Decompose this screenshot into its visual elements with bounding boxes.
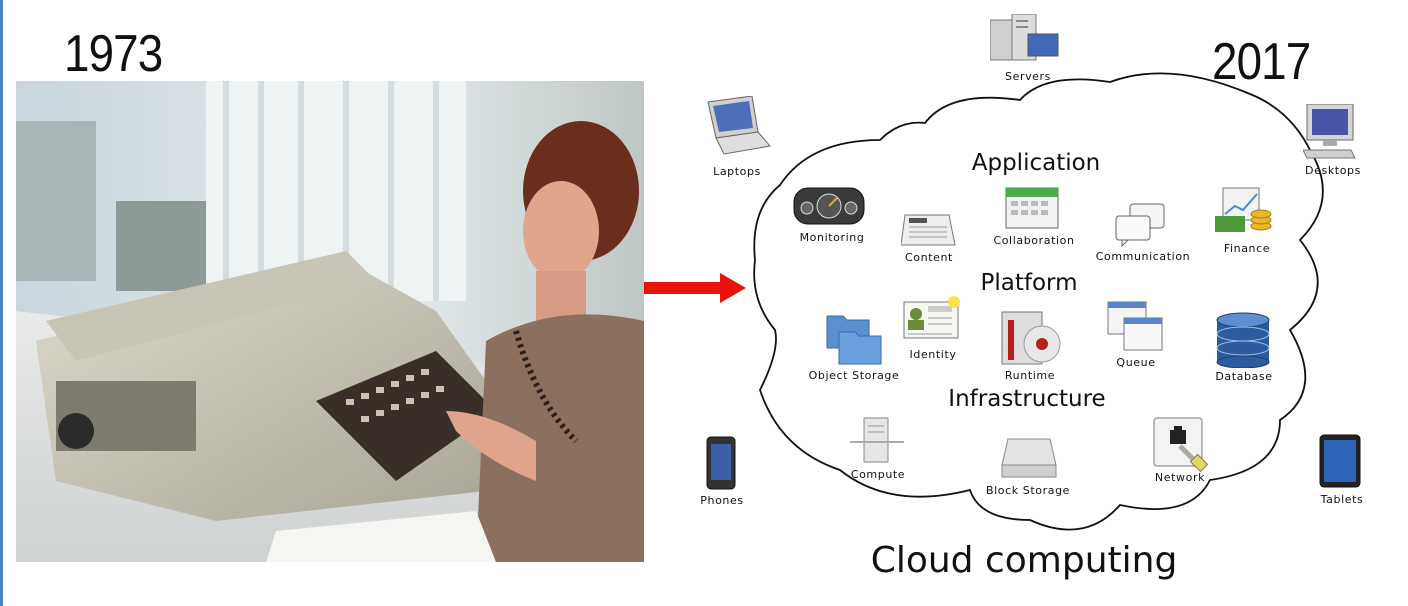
monitoring-icon: [793, 184, 867, 232]
slide-edge-bar: [0, 0, 3, 606]
phone-icon: [706, 436, 738, 496]
content-label: Content: [905, 251, 953, 264]
servers-icon: [989, 13, 1060, 68]
compute-icon: [850, 416, 904, 468]
disk-icon: [1000, 437, 1058, 485]
desktops-label: Desktops: [1305, 164, 1361, 177]
typist-photo: [16, 81, 644, 562]
queue-label: Queue: [1116, 356, 1156, 369]
laptops-label: Laptops: [713, 165, 761, 178]
finance-label: Finance: [1223, 242, 1271, 255]
database-icon: [1215, 312, 1271, 372]
object-storage-label: Object Storage: [808, 369, 900, 382]
queue-icon: [1106, 300, 1166, 358]
network-label: Network: [1154, 471, 1206, 484]
layer-application-title: Application: [971, 150, 1101, 176]
content-icon: [900, 213, 957, 253]
tablet-icon: [1319, 434, 1363, 494]
phones-label: Phones: [700, 494, 744, 507]
communication-label: Communication: [1095, 250, 1191, 263]
year-2017-title: 2017: [1212, 33, 1311, 91]
cloud-outline: [753, 72, 1324, 531]
database-label: Database: [1215, 370, 1273, 383]
monitoring-label: Monitoring: [799, 231, 865, 244]
cloud-computing-caption: Cloud computing: [870, 540, 1178, 581]
compute-label: Compute: [850, 468, 906, 481]
laptop-icon: [702, 95, 772, 160]
servers-label: Servers: [1004, 70, 1052, 83]
year-1973-title: 1973: [64, 25, 163, 83]
block-storage-label: Block Storage: [985, 484, 1071, 497]
identity-label: Identity: [909, 348, 957, 361]
layer-platform-title: Platform: [980, 270, 1078, 296]
transition-arrow: [644, 271, 748, 311]
layer-infrastructure-title: Infrastructure: [948, 386, 1106, 412]
chat-icon: [1114, 202, 1168, 252]
network-icon: [1152, 416, 1210, 476]
finance-icon: [1215, 186, 1277, 240]
collaboration-label: Collaboration: [993, 234, 1075, 247]
runtime-icon: [1000, 310, 1064, 370]
identity-icon: [902, 294, 964, 346]
calendar-icon: [1004, 186, 1062, 236]
desktop-icon: [1302, 103, 1363, 164]
tablets-label: Tablets: [1320, 493, 1364, 506]
runtime-label: Runtime: [1004, 369, 1056, 382]
folders-icon: [825, 312, 883, 370]
